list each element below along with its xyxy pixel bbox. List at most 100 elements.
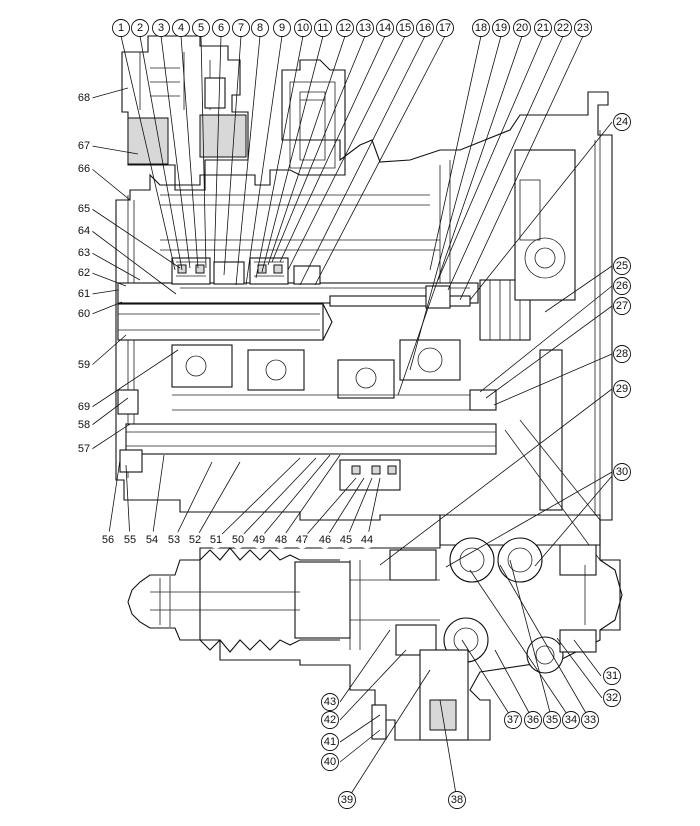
callout-number: 59 — [78, 359, 90, 371]
callout-number: 6 — [218, 22, 224, 34]
callout-number: 42 — [324, 714, 336, 726]
top-valve-assembly — [121, 35, 249, 191]
callout-13: 13 — [356, 19, 374, 37]
callout-number: 61 — [78, 288, 90, 300]
callout-number: 4 — [178, 22, 184, 34]
callout-number: 16 — [419, 22, 431, 34]
callout-61: 61 — [75, 285, 93, 303]
callout-number: 40 — [324, 756, 336, 768]
callout-15: 15 — [396, 19, 414, 37]
callout-68: 68 — [75, 89, 93, 107]
callout-12: 12 — [336, 19, 354, 37]
callout-number: 65 — [78, 203, 90, 215]
callout-number: 52 — [189, 534, 201, 546]
callout-number: 30 — [616, 466, 628, 478]
callout-number: 41 — [324, 736, 336, 748]
callout-10: 10 — [294, 19, 312, 37]
callout-27: 27 — [613, 297, 631, 315]
callout-number: 32 — [606, 692, 618, 704]
callout-number: 1 — [118, 22, 124, 34]
callout-1: 1 — [112, 19, 130, 37]
callout-number: 29 — [616, 383, 628, 395]
callout-49: 49 — [250, 531, 268, 549]
callout-number: 62 — [78, 267, 90, 279]
callout-number: 58 — [78, 419, 90, 431]
callout-14: 14 — [376, 19, 394, 37]
callout-number: 26 — [616, 280, 628, 292]
callout-66: 66 — [75, 160, 93, 178]
callout-number: 56 — [102, 534, 114, 546]
differential-housing — [199, 514, 621, 741]
callout-number: 46 — [319, 534, 331, 546]
mid-gear-row — [171, 339, 470, 411]
callout-number: 35 — [546, 714, 558, 726]
callout-37: 37 — [504, 711, 522, 729]
callout-62: 62 — [75, 264, 93, 282]
callout-28: 28 — [613, 345, 631, 363]
callout-35: 35 — [543, 711, 561, 729]
callout-3: 3 — [152, 19, 170, 37]
callout-number: 54 — [146, 534, 158, 546]
upper-cover — [289, 81, 336, 169]
callout-8: 8 — [251, 19, 269, 37]
callout-7: 7 — [232, 19, 250, 37]
callout-number: 19 — [495, 22, 507, 34]
callout-17: 17 — [436, 19, 454, 37]
callout-53: 53 — [165, 531, 183, 549]
callout-number: 14 — [379, 22, 391, 34]
callout-24: 24 — [613, 113, 631, 131]
callout-22: 22 — [554, 19, 572, 37]
callout-6: 6 — [212, 19, 230, 37]
callout-44: 44 — [358, 531, 376, 549]
callout-11: 11 — [314, 19, 332, 37]
callout-number: 11 — [317, 22, 328, 34]
callout-56: 56 — [99, 531, 117, 549]
leader-lines — [91, 35, 613, 801]
callout-42: 42 — [321, 711, 339, 729]
callout-number: 13 — [359, 22, 371, 34]
callout-51: 51 — [207, 531, 225, 549]
callout-number: 68 — [78, 92, 90, 104]
output-drive-shaft — [127, 547, 351, 653]
upper-gear-row — [171, 257, 321, 285]
callout-number: 33 — [584, 714, 596, 726]
callout-33: 33 — [581, 711, 599, 729]
callout-number: 44 — [361, 534, 373, 546]
main-housing — [115, 59, 613, 546]
callout-64: 64 — [75, 222, 93, 240]
callout-29: 29 — [613, 380, 631, 398]
callout-number: 2 — [137, 22, 143, 34]
callout-60: 60 — [75, 305, 93, 323]
callout-50: 50 — [229, 531, 247, 549]
callout-number: 45 — [340, 534, 352, 546]
callout-number: 53 — [168, 534, 180, 546]
callout-number: 38 — [451, 794, 463, 806]
callout-number: 37 — [507, 714, 519, 726]
callout-number: 3 — [158, 22, 164, 34]
callout-number: 10 — [297, 22, 309, 34]
callout-63: 63 — [75, 244, 93, 262]
callout-31: 31 — [603, 667, 621, 685]
callout-40: 40 — [321, 753, 339, 771]
callout-number: 50 — [232, 534, 244, 546]
callout-65: 65 — [75, 200, 93, 218]
callout-59: 59 — [75, 356, 93, 374]
callout-number: 21 — [537, 22, 549, 34]
callout-36: 36 — [524, 711, 542, 729]
callout-number: 8 — [257, 22, 263, 34]
callout-26: 26 — [613, 277, 631, 295]
right-clutch-assembly — [425, 149, 601, 561]
callout-number: 48 — [275, 534, 287, 546]
callout-number: 7 — [238, 22, 244, 34]
callout-16: 16 — [416, 19, 434, 37]
callout-19: 19 — [492, 19, 510, 37]
callout-number: 12 — [339, 22, 351, 34]
callout-number: 60 — [78, 308, 90, 320]
callout-30: 30 — [613, 463, 631, 481]
callout-9: 9 — [273, 19, 291, 37]
callout-number: 67 — [78, 140, 90, 152]
callout-number: 64 — [78, 225, 90, 237]
callout-48: 48 — [272, 531, 290, 549]
